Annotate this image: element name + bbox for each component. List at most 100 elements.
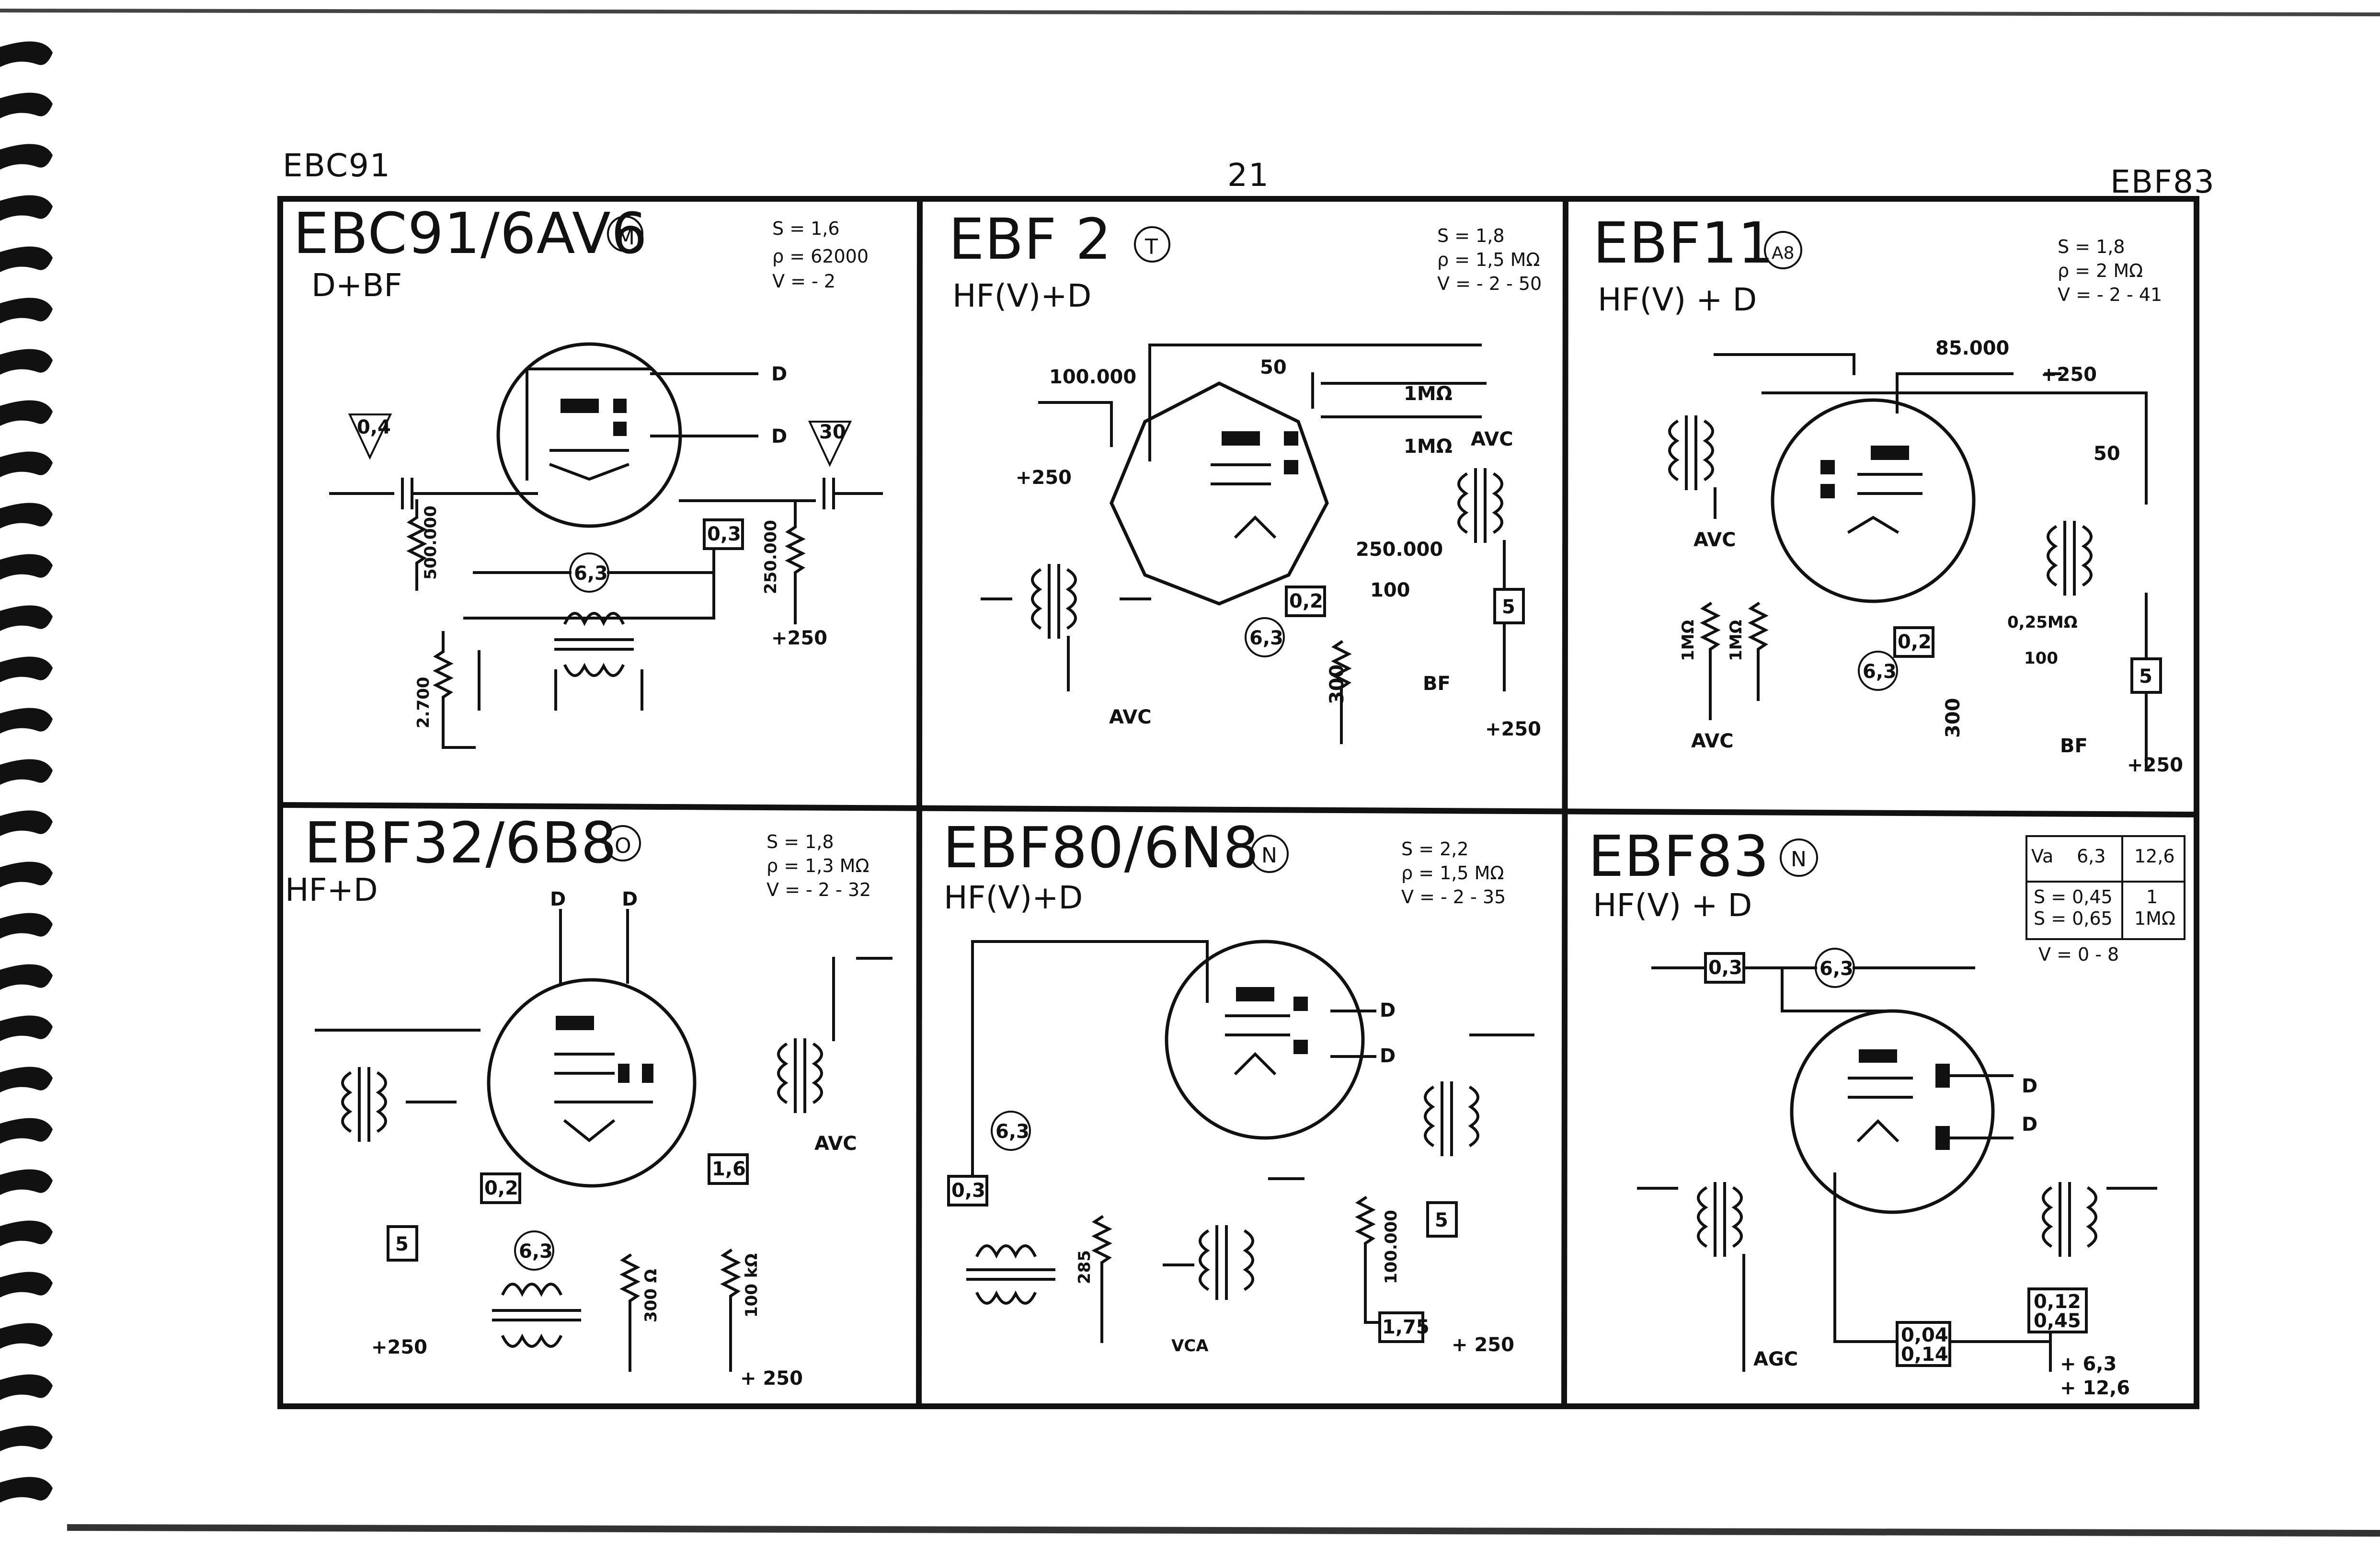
label-c2: 100 bbox=[1370, 579, 1410, 601]
header-left: EBC91 bbox=[283, 147, 391, 184]
label-avc: AVC bbox=[814, 1133, 857, 1155]
base-circle bbox=[1764, 231, 1802, 269]
label-box-5: 5 bbox=[1502, 596, 1515, 618]
binding-ring bbox=[0, 1220, 53, 1246]
output-transformer bbox=[2042, 1182, 2157, 1257]
header-right: EBF83 bbox=[2110, 163, 2215, 200]
spec-rho: ρ = 62000 bbox=[772, 246, 869, 267]
label-d1: D bbox=[771, 363, 787, 385]
tube-title: EBC91/6AV6 bbox=[293, 200, 648, 266]
label-r1: 85.000 bbox=[1935, 337, 2009, 359]
output-transformer bbox=[1424, 1034, 1534, 1156]
base-code: N bbox=[1261, 843, 1277, 868]
label-grid-resistor: 285 bbox=[1075, 1250, 1094, 1284]
label-r1: 100.000 bbox=[1049, 366, 1136, 388]
electrode-lines bbox=[554, 1053, 653, 1142]
electrode bbox=[1293, 997, 1308, 1011]
electrode-lines bbox=[526, 368, 653, 481]
binding-ring bbox=[0, 1067, 53, 1092]
binding-ring bbox=[0, 92, 53, 118]
label-c2: 100 bbox=[2024, 649, 2058, 668]
label-supply-bottom: +250 bbox=[2127, 754, 2183, 776]
electrode bbox=[1871, 446, 1909, 460]
label-box-0-12: 0,12 bbox=[2034, 1291, 2081, 1313]
binding-ring bbox=[0, 41, 53, 67]
tube-envelope bbox=[1165, 940, 1365, 1140]
binding-ring bbox=[0, 554, 53, 580]
label-box-5: 5 bbox=[2139, 666, 2152, 688]
grid-divider-h bbox=[280, 802, 2197, 817]
electrode bbox=[618, 1064, 629, 1083]
heater-current-box bbox=[480, 1172, 521, 1204]
base-circle bbox=[1250, 835, 1289, 873]
grid-resistor bbox=[1091, 1215, 1112, 1343]
spec-v: V = - 2 - 32 bbox=[767, 879, 871, 900]
grid-divider-v1 bbox=[916, 200, 923, 1407]
binding-ring bbox=[0, 964, 53, 990]
tube-envelope bbox=[1790, 1009, 1995, 1214]
heater-current-box bbox=[1285, 586, 1326, 617]
output-triangle bbox=[808, 421, 852, 467]
label-cathode-resistor: 2.700 bbox=[414, 677, 433, 728]
tube-subtitle: D+BF bbox=[311, 267, 402, 304]
heater-transformer bbox=[554, 612, 643, 711]
spec-table-va-1: 6,3 bbox=[2077, 846, 2105, 867]
label-d1: D bbox=[2022, 1075, 2037, 1097]
binding-ring bbox=[0, 861, 53, 887]
binding-ring bbox=[0, 1118, 53, 1144]
label-box-5: 5 bbox=[395, 1233, 409, 1255]
electrode bbox=[1284, 431, 1298, 446]
box-5 bbox=[1493, 588, 1525, 624]
label-supply-1: + 6,3 bbox=[2060, 1353, 2117, 1375]
heater-current-box bbox=[1704, 952, 1745, 984]
heater-current-box bbox=[947, 1175, 988, 1206]
spec-table-s2: S = 0,65 bbox=[2034, 908, 2113, 929]
binding-ring bbox=[0, 1272, 53, 1298]
label-heater-current: 0,2 bbox=[1898, 631, 1932, 653]
heater-return bbox=[1833, 1172, 2052, 1372]
label-agc: AGC bbox=[1753, 1348, 1798, 1370]
label-c1: 50 bbox=[2094, 443, 2120, 465]
spec-rho: ρ = 1,3 MΩ bbox=[767, 855, 869, 876]
input-triangle bbox=[348, 413, 392, 460]
panel-ebf80: EBF80/6N8 N HF(V)+D S = 2,2 ρ = 1,5 MΩ V… bbox=[943, 815, 1534, 1356]
label-cathode-resistor: 300 Ω bbox=[641, 1269, 661, 1322]
label-heater-voltage: 6,3 bbox=[1863, 661, 1897, 683]
base-code: O bbox=[615, 834, 631, 858]
label-d1: D bbox=[550, 888, 566, 910]
binding-ring bbox=[0, 1425, 53, 1451]
electrode-lines bbox=[1225, 1014, 1290, 1076]
electrode bbox=[613, 422, 627, 436]
binding-ring bbox=[0, 1323, 53, 1349]
binding-ring bbox=[0, 246, 53, 272]
binding-ring bbox=[0, 1374, 53, 1400]
label-bf: BF bbox=[1423, 673, 1451, 695]
electrode bbox=[613, 399, 627, 413]
binding-ring bbox=[0, 605, 53, 631]
label-supply-bottom: + 250 bbox=[740, 1367, 803, 1390]
tube-title: EBF 2 bbox=[949, 206, 1112, 272]
tube-grid-frame bbox=[277, 196, 2199, 1409]
box-1-6 bbox=[708, 1153, 749, 1185]
label-r3: 1MΩ bbox=[1727, 620, 1746, 661]
binding-ring bbox=[0, 195, 53, 221]
binding-ring bbox=[0, 810, 53, 836]
label-box-1-6: 1,6 bbox=[712, 1158, 746, 1180]
spec-table-va-label: Va bbox=[2031, 846, 2053, 867]
wiring bbox=[1038, 344, 1487, 461]
spec-table-s1: S = 0,45 bbox=[2034, 886, 2113, 907]
electrode bbox=[642, 1064, 653, 1083]
tube-title: EBF83 bbox=[1588, 823, 1770, 889]
label-output: 30 bbox=[819, 421, 846, 443]
box-0-12 bbox=[2027, 1287, 2088, 1333]
grid-resistors bbox=[406, 499, 806, 624]
binding-ring bbox=[0, 298, 53, 323]
heater-voltage-circle bbox=[1245, 617, 1285, 657]
input-transformer bbox=[315, 1029, 481, 1142]
binding-ring bbox=[0, 1015, 53, 1041]
spec-rho: ρ = 1,5 MΩ bbox=[1437, 249, 1540, 270]
tube-subtitle: HF(V)+D bbox=[944, 879, 1083, 916]
binding-ring bbox=[0, 349, 53, 375]
